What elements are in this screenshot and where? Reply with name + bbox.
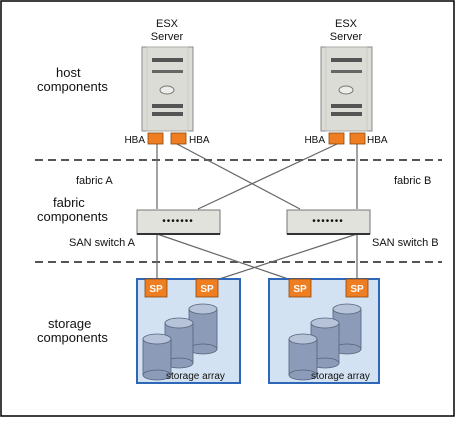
storage-section-label-2: components xyxy=(37,330,108,345)
switch-a-body xyxy=(136,209,221,235)
server-2-hba-left-label: HBA xyxy=(304,135,325,146)
server-2-title-1: ESX xyxy=(335,18,358,30)
cable-switch-a-sp3 xyxy=(156,233,301,284)
switch-b-ports: ••••••• xyxy=(312,216,344,227)
server-1-hba-right-label: HBA xyxy=(189,135,210,146)
server-2-hba-left-port xyxy=(328,132,345,145)
storage-array-2-sp-right-label: SP xyxy=(350,284,364,295)
storage-array-1-sp-left xyxy=(144,278,168,298)
cable-switch-b-sp2 xyxy=(206,233,358,284)
storage-array-1-sp-right-label: SP xyxy=(200,284,214,295)
server-1-hba-left-port xyxy=(147,132,164,145)
cable-hba1r-switch-b xyxy=(176,143,301,210)
disk-icon xyxy=(142,333,172,381)
server-2-drive-icon xyxy=(338,85,354,95)
fabric-section-label-1: fabric xyxy=(53,195,85,210)
storage-array-2-sp-right xyxy=(345,278,369,298)
storage-section-label-1: storage xyxy=(48,316,91,331)
server-1-title-2: Server xyxy=(151,31,184,43)
storage-array-1-disks xyxy=(142,303,218,381)
disk-icon xyxy=(188,303,218,355)
switch-a-ports: ••••••• xyxy=(162,216,194,227)
storage-array-1-label: storage array xyxy=(166,371,225,382)
storage-array-2-label: storage array xyxy=(311,371,370,382)
storage-array-1-sp-right xyxy=(195,278,219,298)
server-2-title-2: Server xyxy=(330,31,363,43)
host-section-label-2: components xyxy=(37,79,108,94)
storage-array-2-sp-left xyxy=(288,278,312,298)
server-2-hba-right-label: HBA xyxy=(367,135,388,146)
server-1-hba-right-port xyxy=(170,132,187,145)
server-2-hba-right-port xyxy=(349,132,366,145)
fabric-b-label: fabric B xyxy=(394,175,431,187)
host-section-label-1: host xyxy=(56,65,81,80)
san-switch-a: ••••••• SAN switch A xyxy=(69,209,221,249)
storage-array-2-sp-left-label: SP xyxy=(293,284,307,295)
switch-b-label: SAN switch B xyxy=(372,237,439,249)
storage-array-2: SP SP storage array xyxy=(268,278,380,384)
server-2-slot xyxy=(331,58,362,62)
server-1-slot xyxy=(152,58,183,62)
switch-a-label: SAN switch A xyxy=(69,237,136,249)
storage-array-2-disks xyxy=(288,303,362,381)
server-1-drive-icon xyxy=(159,85,175,95)
cables xyxy=(156,143,358,284)
server-1-title-1: ESX xyxy=(156,18,179,30)
cable-hba2l-switch-a xyxy=(197,143,338,210)
server-1-hba-left-label: HBA xyxy=(124,135,145,146)
storage-array-1: SP SP storage array xyxy=(136,278,241,384)
storage-array-1-sp-left-label: SP xyxy=(149,284,163,295)
esx-server-2: ESX Server HBA HBA xyxy=(304,18,387,146)
esx-server-1: ESX Server HBA HBA xyxy=(124,18,209,146)
fabric-a-label: fabric A xyxy=(76,175,113,187)
fabric-section-label-2: components xyxy=(37,209,108,224)
san-switch-b: ••••••• SAN switch B xyxy=(286,209,439,249)
disk-icon xyxy=(288,333,318,381)
